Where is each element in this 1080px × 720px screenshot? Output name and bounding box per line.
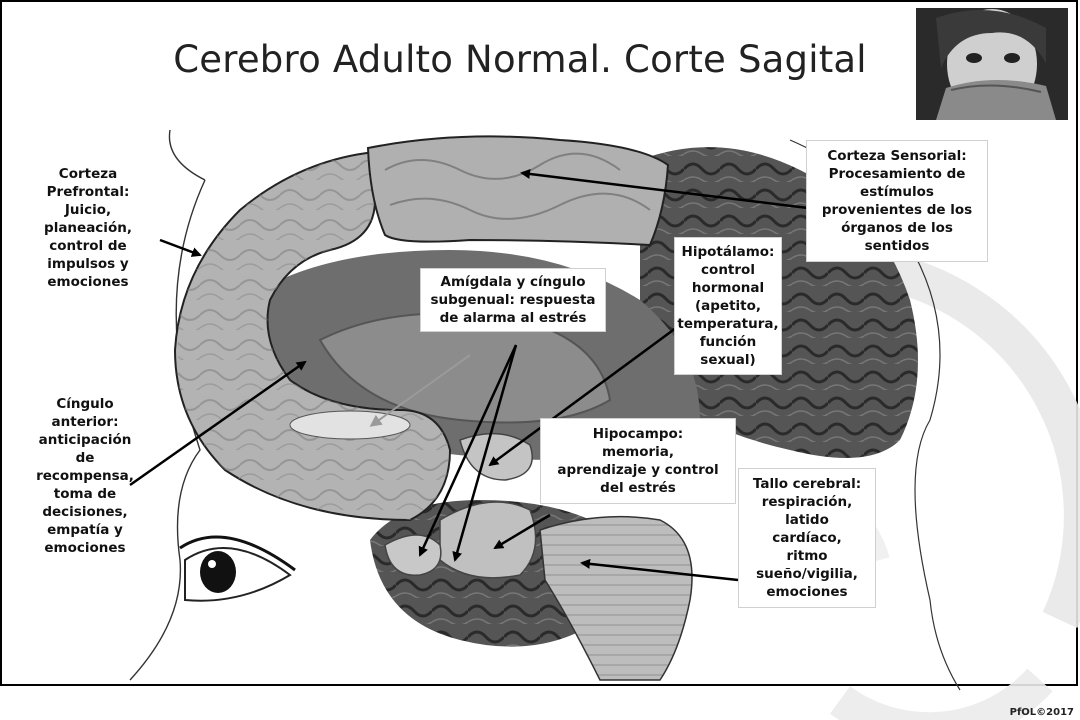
arrow-prefrontal — [160, 240, 200, 255]
label-hipotalamo: Hipotálamo: control hormonal (apetito, t… — [674, 237, 782, 375]
cingulate-light — [290, 411, 410, 439]
eye-icon — [180, 537, 295, 601]
label-hipocampo: Hipocampo: memoria, aprendizaje y contro… — [540, 418, 736, 504]
child-photo-icon — [916, 8, 1068, 120]
label-prefrontal: Corteza Prefrontal: Juicio, planeación, … — [22, 165, 154, 291]
label-sensorial: Corteza Sensorial: Procesamiento de estí… — [806, 140, 988, 262]
sensory-cortex — [368, 136, 668, 245]
hippocampus-region — [440, 502, 536, 578]
page-title: Cerebro Adulto Normal. Corte Sagital — [120, 38, 920, 81]
label-tallo: Tallo cerebral: respiración, latido card… — [738, 468, 876, 608]
label-cingulo-anterior: Cíngulo anterior: anticipación de recomp… — [18, 395, 152, 557]
label-amigdala: Amígdala y cíngulo subgenual: respuesta … — [420, 268, 606, 332]
credit-text: PfOL©2017 — [1010, 707, 1074, 718]
brain-stem — [540, 517, 692, 680]
